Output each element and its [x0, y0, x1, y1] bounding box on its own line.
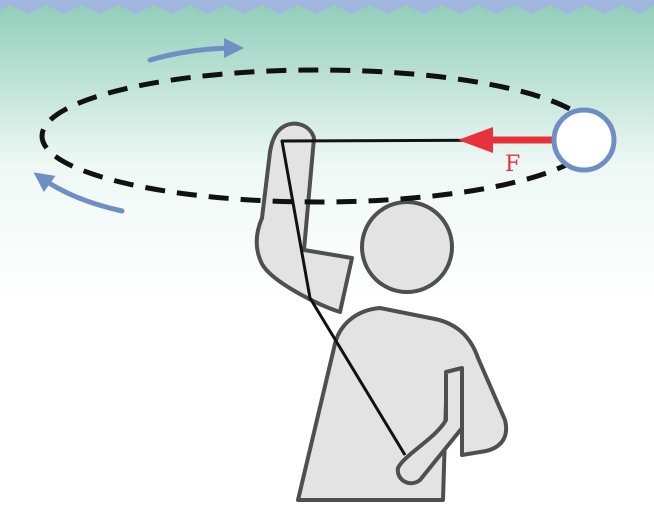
string-to-ball — [280, 138, 561, 456]
person-raised-arm — [254, 121, 354, 314]
force-arrow-icon — [458, 127, 493, 153]
person-body — [296, 306, 509, 502]
sky-background — [0, 0, 654, 300]
zigzag-border — [0, 0, 654, 14]
force-label: F — [505, 152, 520, 177]
rotation-arrow-top-icon — [147, 38, 244, 63]
person-head — [360, 200, 454, 294]
person-lower-arm — [395, 366, 464, 486]
ball — [551, 107, 617, 173]
rotation-arrow-left-icon — [33, 172, 125, 214]
